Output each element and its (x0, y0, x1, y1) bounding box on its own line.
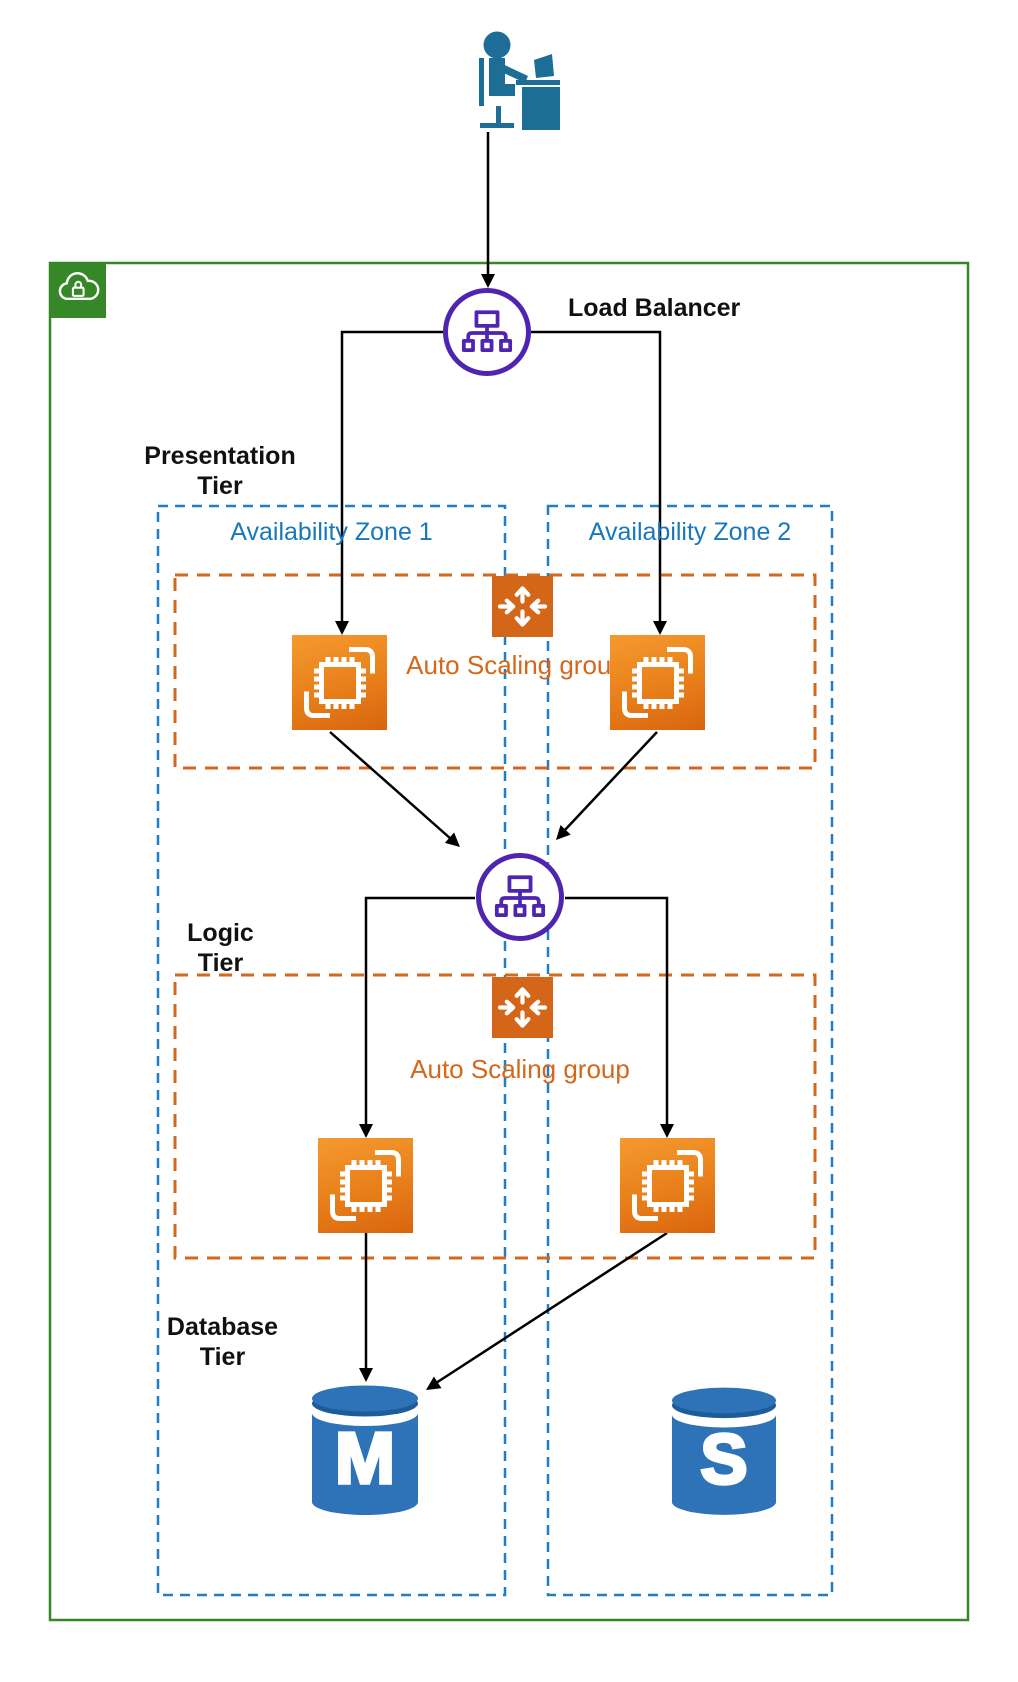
connector-lines (329, 132, 669, 1385)
database-tier-label: Database Tier (166, 1313, 279, 1371)
auto-scaling-group-icon (492, 977, 553, 1038)
cloud-lock-shapes (58, 272, 100, 301)
database-standby-letter: S (700, 1419, 747, 1498)
cloud-lock-icon (50, 262, 106, 318)
db-body (671, 1414, 777, 1515)
ec2-chip-glyph (304, 647, 375, 718)
presentation-tier-label: Presentation Tier (144, 442, 296, 500)
connector-lb2-to-logic-ec2-left (364, 896, 475, 1126)
vpc-border (48, 261, 970, 1622)
database-primary-icon: M (310, 1383, 420, 1518)
elb-glyph (494, 875, 546, 917)
db-top (312, 1385, 418, 1412)
logic-tier-label: Logic Tier (187, 919, 254, 977)
ec2-instance-icon (610, 635, 705, 730)
asg-logic-border (173, 973, 817, 1260)
load-balancer-2-icon (476, 853, 564, 941)
database-standby-icon: S (670, 1385, 778, 1518)
connector-lb2-to-logic-ec2-right (565, 896, 669, 1126)
ec2-chip-glyph (632, 1150, 703, 1221)
connector-lb1-to-ec2-left (340, 330, 443, 623)
connector-ec2right-to-lb2 (563, 731, 658, 832)
ec2-instance-icon (620, 1138, 715, 1233)
ec2-instance-icon (318, 1138, 413, 1233)
person-shapes (479, 31, 560, 130)
ec2-chip-glyph (330, 1150, 401, 1221)
load-balancer-label: Load Balancer (568, 294, 741, 322)
auto-scaling-group-icon (492, 576, 553, 637)
ec2-chip-glyph (622, 647, 693, 718)
person-at-desk-icon (452, 26, 564, 132)
db-body (312, 1413, 418, 1515)
asg-arrows-glyph (497, 987, 548, 1028)
ec2-instance-icon (292, 635, 387, 730)
connector-lb1-to-ec2-right (531, 330, 662, 623)
elb-glyph (461, 310, 513, 352)
asg-presentation-label: Auto Scaling group (406, 650, 626, 680)
asg-logic-label: Auto Scaling group (410, 1054, 630, 1084)
asg-arrows-glyph (497, 586, 548, 627)
availability-zone-2-label: Availability Zone 2 (588, 518, 792, 546)
availability-zone-1-label: Availability Zone 1 (230, 518, 433, 546)
asg-presentation-border (173, 573, 817, 770)
arrowheads (335, 274, 674, 1390)
connector-ec2left-to-lb2 (329, 731, 452, 840)
availability-zone-2-border (546, 504, 834, 1597)
connector-logic-ec2right-to-db-m (435, 1231, 668, 1385)
availability-zone-1-border (156, 504, 507, 1597)
database-primary-letter: M (335, 1419, 395, 1499)
load-balancer-1-icon (443, 288, 531, 376)
db-top (671, 1387, 777, 1414)
